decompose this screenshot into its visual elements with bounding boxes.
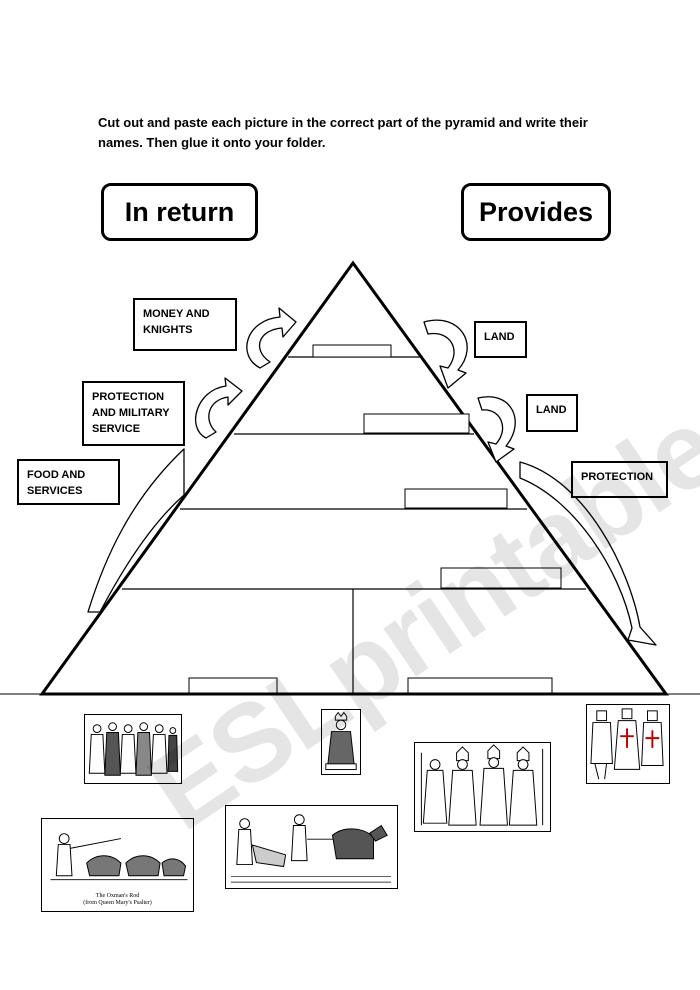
picture-clergy[interactable] [414, 742, 551, 832]
merchants-illustration [88, 722, 179, 776]
name-box-clergy [363, 413, 470, 434]
in-return-label: In return [101, 183, 258, 241]
name-box-peasants [407, 677, 553, 694]
tag-protection: PROTECTION [571, 461, 668, 498]
left-arrows [87, 307, 297, 613]
name-box-king [312, 344, 392, 358]
picture-knights[interactable] [586, 704, 670, 784]
picture-peasants-plowing[interactable] [225, 805, 398, 889]
plowing-illustration [230, 814, 392, 883]
picture-ploughman[interactable]: The Oxman's Rod (from Queen Mary's Psalt… [41, 818, 194, 912]
name-box-knights [440, 567, 562, 589]
tag-money-and-knights: MONEY AND KNIGHTS [133, 298, 237, 351]
instructions: Cut out and paste each picture in the co… [98, 115, 588, 150]
name-box-merchants [188, 677, 278, 694]
right-arrows [423, 319, 657, 646]
clergy-illustration [420, 744, 544, 826]
ploughman-subcaption: (from Queen Mary's Psalter) [83, 900, 152, 906]
picture-merchants[interactable] [84, 714, 182, 784]
arrow-down-3 [519, 461, 657, 646]
picture-king[interactable] [321, 709, 361, 775]
king-illustration [325, 711, 357, 771]
tag-land-2: LAND [526, 394, 578, 432]
tag-land-1: LAND [474, 321, 527, 358]
arrow-down-1 [423, 319, 468, 389]
ploughman-caption-block: The Oxman's Rod (from Queen Mary's Psalt… [42, 893, 193, 907]
arrow-up-3 [87, 448, 185, 613]
tag-protection-military: PROTECTION AND MILITARY SERVICE [82, 381, 185, 446]
provides-label: Provides [461, 183, 611, 241]
ploughman-illustration [50, 833, 188, 881]
arrow-up-2 [195, 377, 243, 439]
arrow-down-2 [477, 396, 516, 463]
arrow-up-1 [246, 307, 297, 369]
ploughman-caption: The Oxman's Rod [95, 893, 140, 899]
name-box-nobles [404, 488, 508, 509]
knights-illustration [590, 708, 664, 780]
tag-food-and-services: FOOD AND SERVICES [17, 459, 120, 505]
